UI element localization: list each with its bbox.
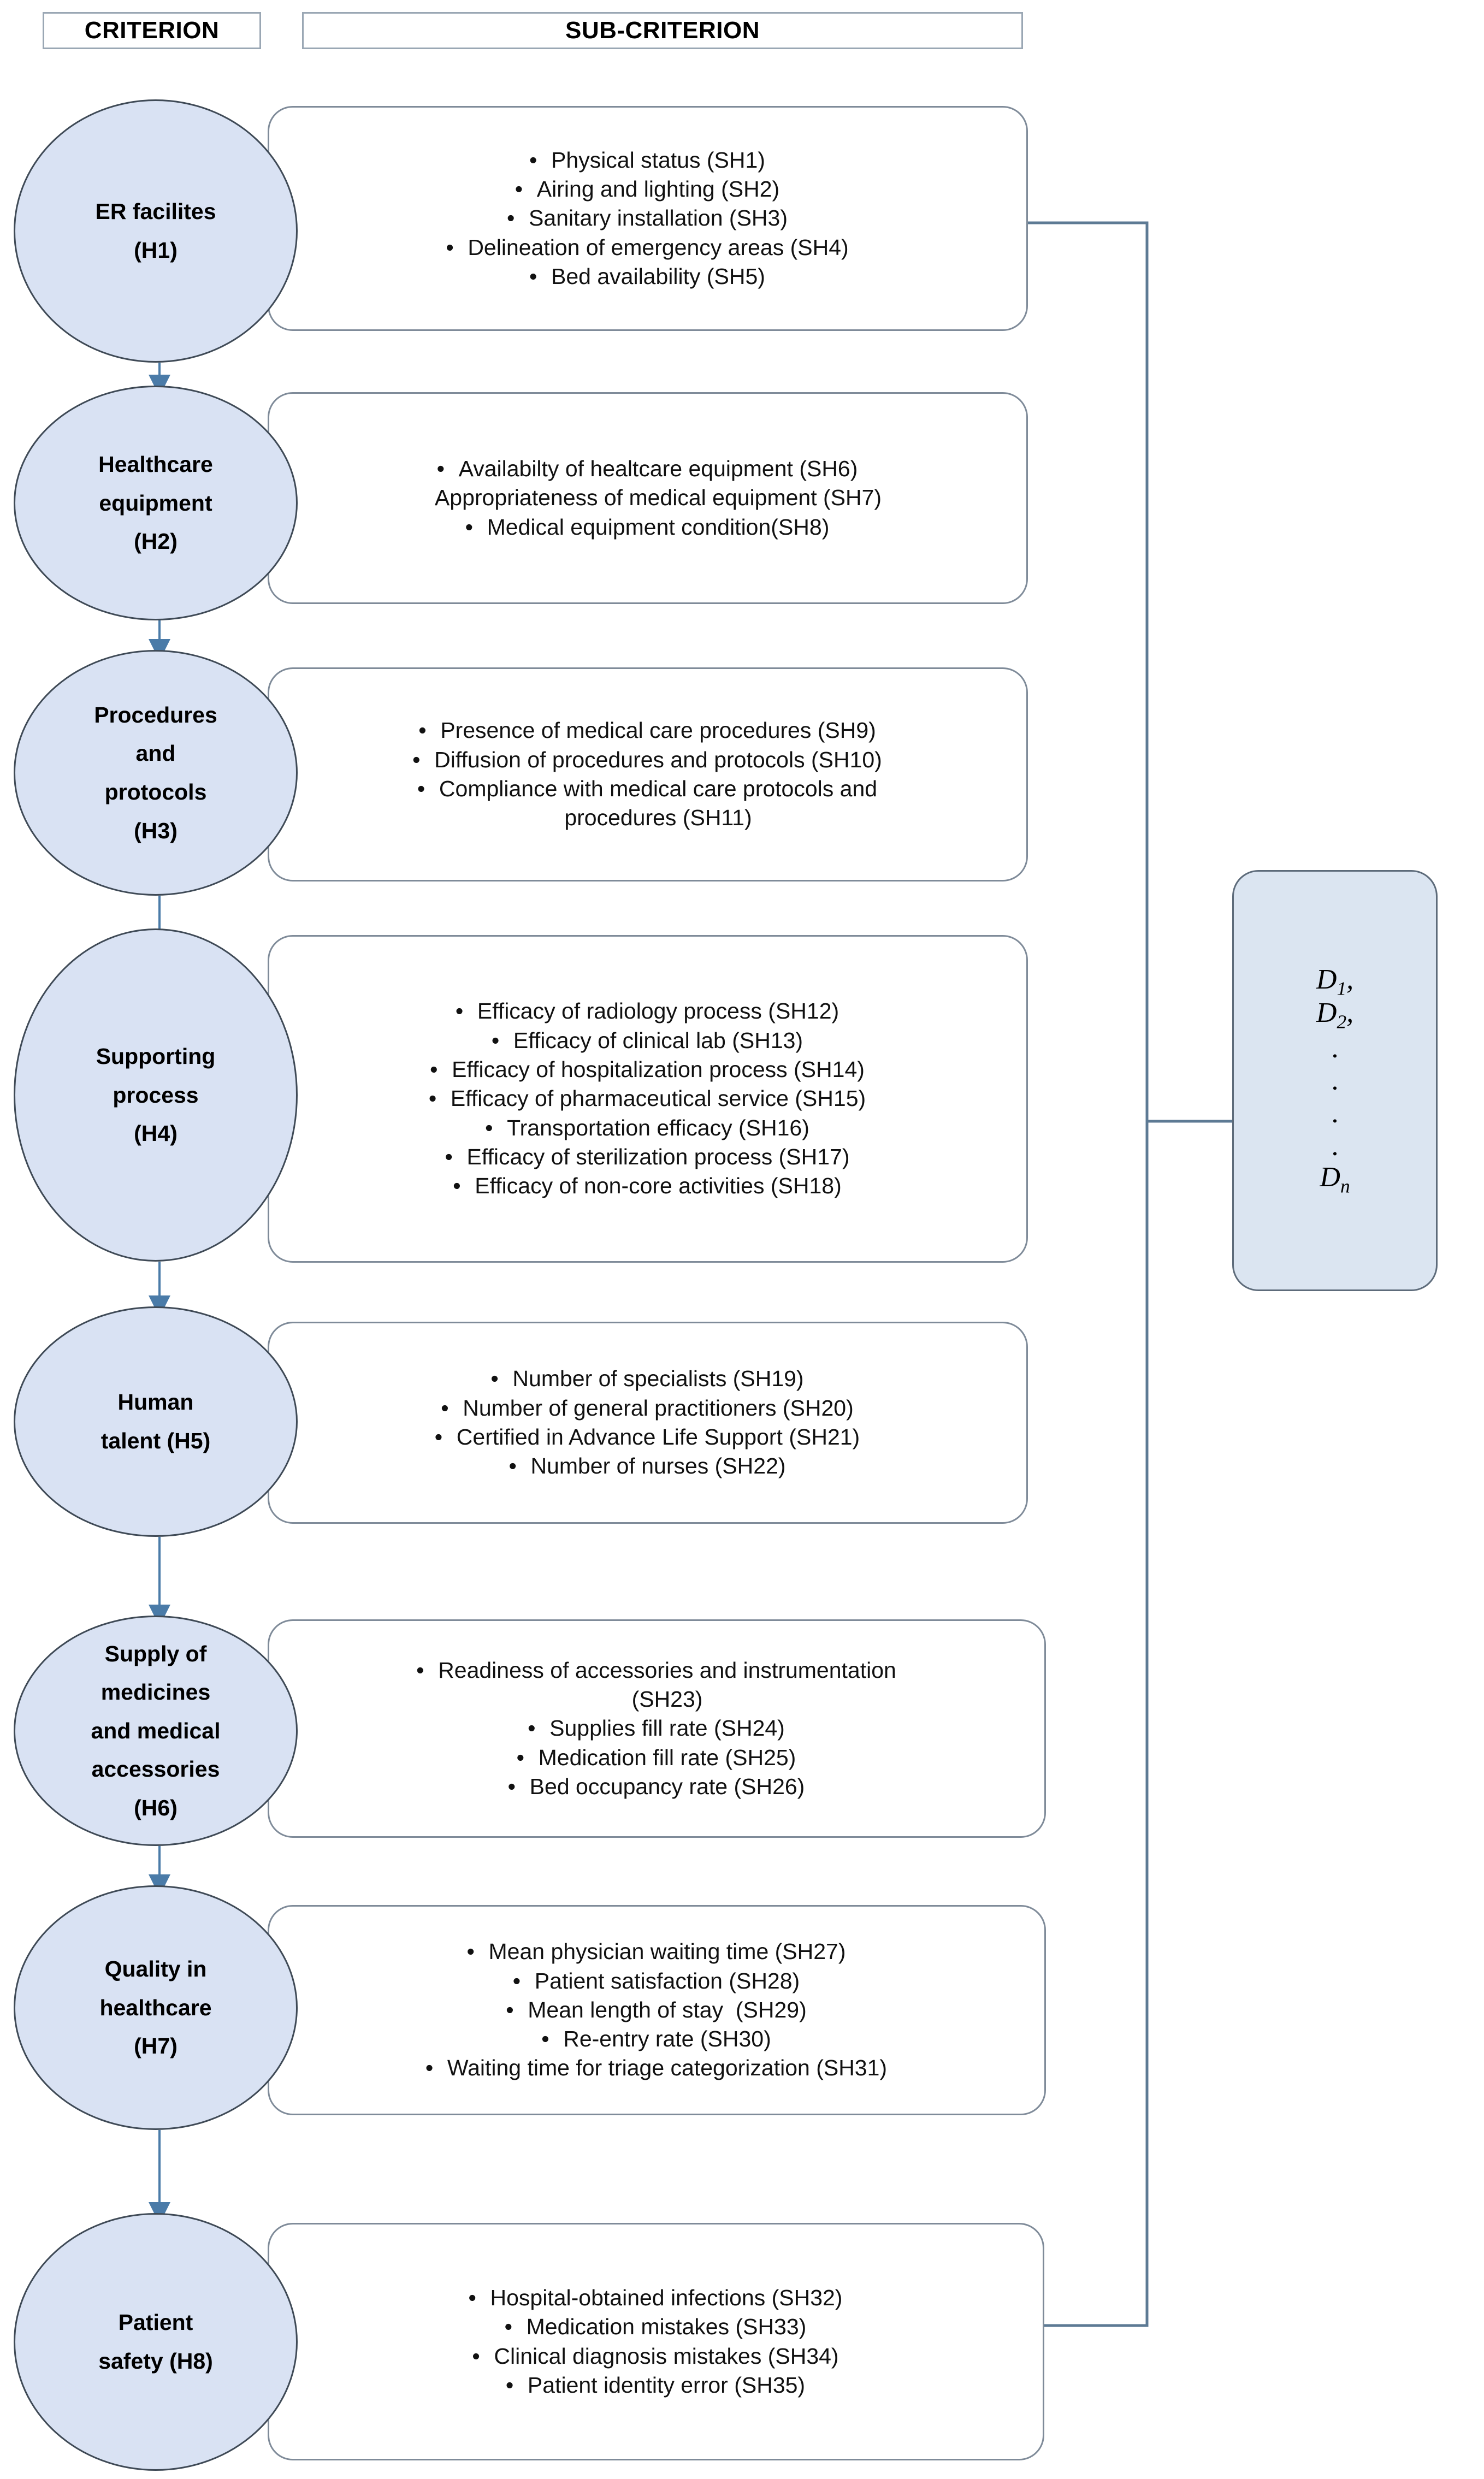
subcriterion-item: Medication fill rate (SH25): [517, 1743, 796, 1773]
decision-item-d1: D1,: [1316, 963, 1354, 999]
aggregation-bracket: [1028, 221, 1232, 2327]
criterion-title-h6: Supply of medicines and medical accessor…: [91, 1641, 221, 1820]
subcriterion-item: Physical status (SH1): [529, 146, 765, 175]
criterion-ellipse-h3[interactable]: Procedures and protocols (H3): [14, 650, 298, 896]
subcriterion-item: Efficacy of sterilization process (SH17): [445, 1143, 849, 1172]
subcriteria-box-h8: Hospital-obtained infections (SH32) Medi…: [268, 2223, 1044, 2460]
subcriterion-item: Bed occupancy rate (SH26): [508, 1772, 805, 1802]
subcriterion-item: Delineation of emergency areas (SH4): [446, 233, 848, 263]
subcriterion-item: Number of nurses (SH22): [509, 1452, 785, 1481]
subcriterion-item: Airing and lighting (SH2): [515, 175, 779, 204]
subcriterion-item: Efficacy of radiology process (SH12): [456, 997, 839, 1026]
subcriterion-item: Mean physician waiting time (SH27): [467, 1937, 846, 1967]
criterion-ellipse-h4[interactable]: Supporting process (H4): [14, 928, 298, 1262]
criterion-title-h3: Procedures and protocols (H3): [94, 702, 217, 843]
subcriterion-item: Mean length of stay (SH29): [506, 1996, 807, 2025]
subcriterion-item: Clinical diagnosis mistakes (SH34): [472, 2342, 838, 2371]
subcriterion-item: Re-entry rate (SH30): [541, 2025, 771, 2054]
criterion-ellipse-h6[interactable]: Supply of medicines and medical accessor…: [14, 1616, 298, 1846]
header-criterion: CRITERION: [43, 12, 261, 49]
subcriterion-item: Transportation efficacy (SH16): [485, 1114, 809, 1143]
subcriterion-item: Efficacy of non-core activities (SH18): [453, 1172, 841, 1201]
ellipsis-dot: .: [1331, 1032, 1339, 1064]
subcriterion-item: Readiness of accessories and instrumenta…: [416, 1656, 896, 1714]
decision-alternatives-box[interactable]: D1, D2, . . . . Dn: [1232, 870, 1438, 1291]
criterion-title-h4: Supporting process (H4): [96, 1044, 216, 1146]
subcriterion-item: Medication mistakes (SH33): [505, 2312, 807, 2342]
subcriterion-item: Efficacy of clinical lab (SH13): [492, 1026, 803, 1056]
criterion-ellipse-h5[interactable]: Human talent (H5): [14, 1306, 298, 1537]
subcriterion-item: Efficacy of hospitalization process (SH1…: [430, 1055, 865, 1085]
criterion-ellipse-h7[interactable]: Quality in healthcare (H7): [14, 1885, 298, 2130]
header-subcriterion: SUB-CRITERION: [302, 12, 1023, 49]
subcriterion-item: Presence of medical care procedures (SH9…: [418, 716, 876, 746]
subcriteria-box-h1: Physical status (SH1) Airing and lightin…: [268, 106, 1028, 331]
subcriterion-item: Number of general practitioners (SH20): [441, 1394, 854, 1423]
subcriteria-box-h5: Number of specialists (SH19) Number of g…: [268, 1322, 1028, 1524]
subcriterion-item: Supplies fill rate (SH24): [528, 1714, 785, 1743]
decision-item-d2: D2,: [1316, 997, 1354, 1033]
criterion-title-h8: Patient safety (H8): [98, 2310, 213, 2374]
subcriterion-item: Medical equipment condition(SH8): [465, 513, 830, 542]
subcriterion-item: Patient satisfaction (SH28): [513, 1967, 800, 1996]
criterion-ellipse-h2[interactable]: Healthcare equipment (H2): [14, 386, 298, 620]
criterion-ellipse-h1[interactable]: ER facilites (H1): [14, 99, 298, 363]
subcriterion-item: Hospital-obtained infections (SH32): [469, 2283, 843, 2313]
subcriterion-item: Appropriateness of medical equipment (SH…: [434, 485, 882, 511]
criterion-title-h5: Human talent (H5): [100, 1389, 211, 1453]
subcriteria-box-h3: Presence of medical care procedures (SH9…: [268, 667, 1028, 881]
subcriteria-box-h7: Mean physician waiting time (SH27) Patie…: [268, 1905, 1046, 2115]
subcriteria-box-h6: Readiness of accessories and instrumenta…: [268, 1619, 1046, 1838]
subcriterion-item: Bed availability (SH5): [529, 262, 765, 292]
subcriteria-box-h2: Availabilty of healtcare equipment (SH6)…: [268, 392, 1028, 604]
subcriterion-item: Efficacy of pharmaceutical service (SH15…: [429, 1084, 866, 1114]
criterion-title-h2: Healthcare equipment (H2): [98, 452, 213, 554]
subcriteria-box-h4: Efficacy of radiology process (SH12) Eff…: [268, 935, 1028, 1263]
subcriterion-item: Waiting time for triage categorization (…: [425, 2054, 887, 2083]
criterion-title-h7: Quality in healthcare (H7): [99, 1956, 212, 2059]
subcriterion-item: Number of specialists (SH19): [490, 1364, 803, 1394]
subcriterion-item: Sanitary installation (SH3): [507, 204, 788, 233]
subcriterion-item: Availabilty of healtcare equipment (SH6): [437, 454, 858, 484]
criterion-ellipse-h8[interactable]: Patient safety (H8): [14, 2213, 298, 2471]
criterion-title-h1: ER facilites (H1): [95, 199, 216, 263]
ellipsis-dot: .: [1331, 1098, 1339, 1129]
decision-item-dn: Dn: [1320, 1161, 1350, 1197]
ellipsis-dot: .: [1331, 1065, 1339, 1097]
ellipsis-dot: .: [1331, 1131, 1339, 1162]
subcriterion-item: Diffusion of procedures and protocols (S…: [412, 746, 882, 775]
subcriterion-item: Compliance with medical care protocols a…: [417, 774, 877, 833]
subcriterion-item: Patient identity error (SH35): [506, 2371, 805, 2400]
subcriterion-item: Certified in Advance Life Support (SH21): [435, 1423, 860, 1452]
